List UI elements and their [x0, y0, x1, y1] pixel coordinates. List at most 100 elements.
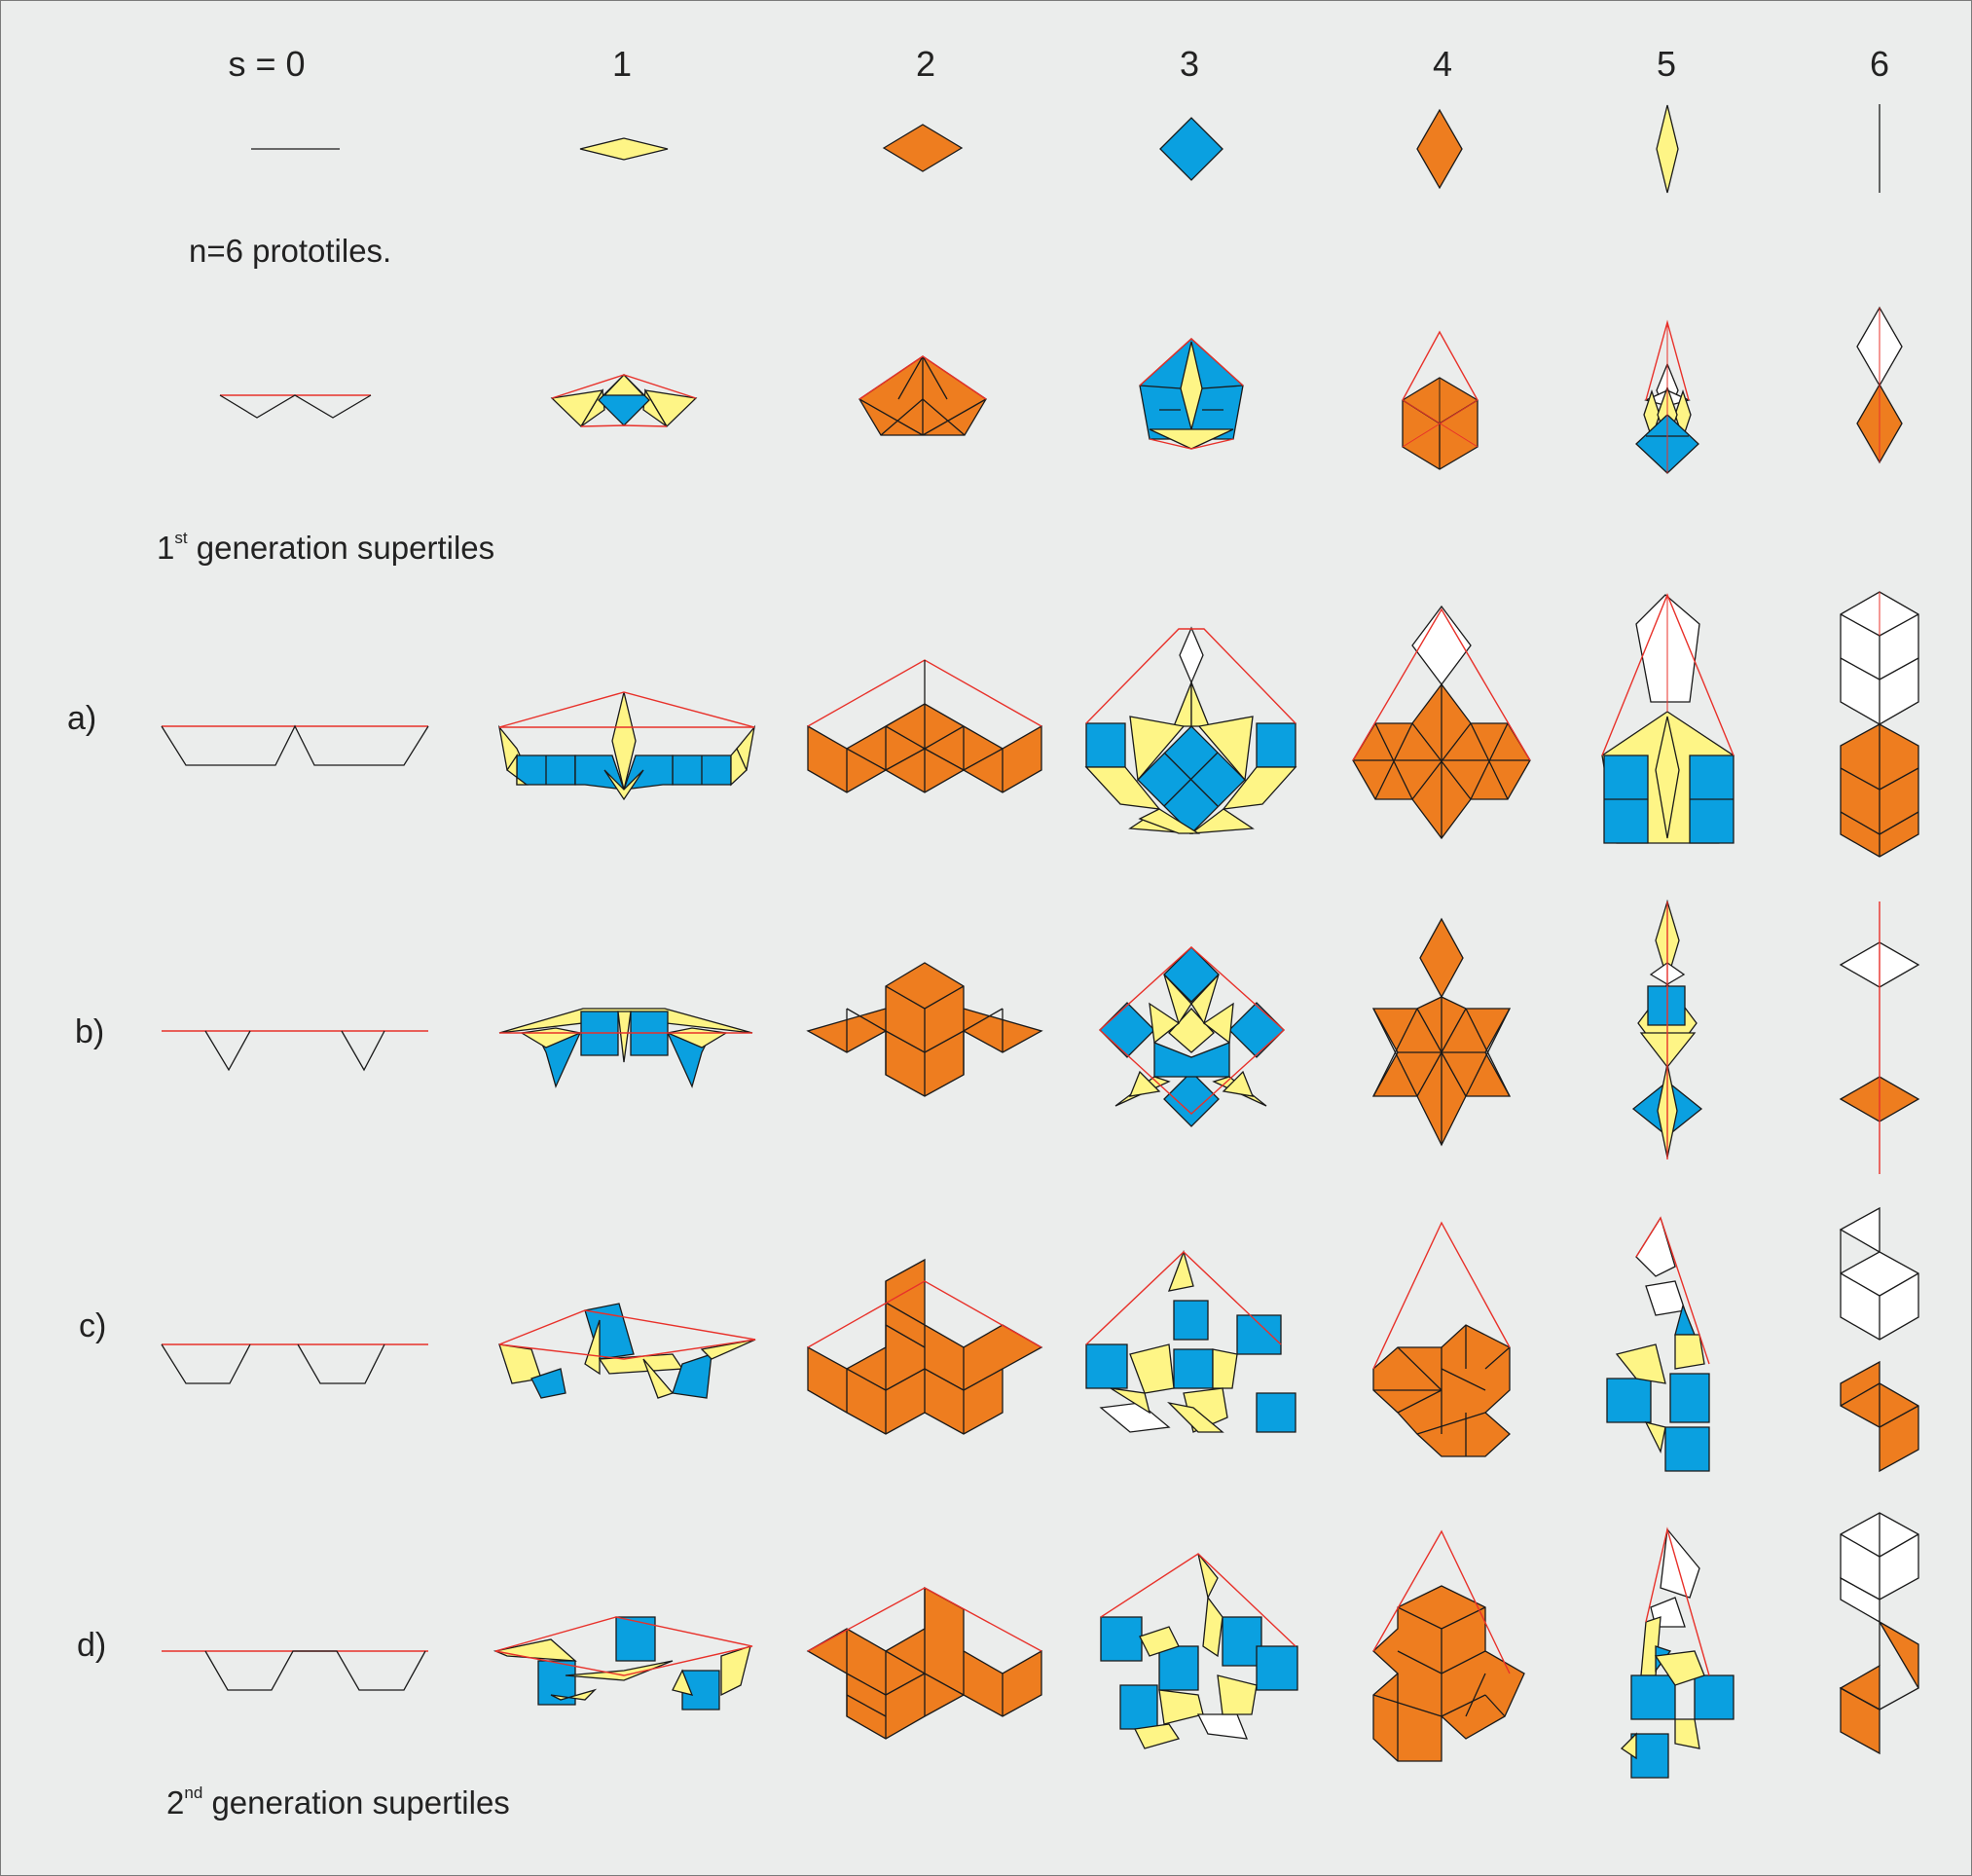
tile-piece [672, 1669, 694, 1696]
tile-piece [565, 1660, 674, 1681]
edge-line [885, 1030, 926, 1053]
edge-line [924, 725, 965, 750]
edge-line [885, 1302, 926, 1326]
prototile-rhombus [882, 124, 964, 172]
column-headers: s = 0 1 2 3 4 5 6 [228, 44, 1889, 84]
edge-line [1484, 1694, 1506, 1717]
supertile-1-s5 [1635, 319, 1699, 474]
red-guide-line [807, 1587, 1042, 1652]
edge-line [846, 1694, 887, 1717]
supertile-outline [204, 1030, 251, 1072]
tile-piece [1202, 1002, 1234, 1045]
prototiles-caption: n=6 prototiles. [189, 233, 391, 269]
edge-line [924, 1673, 965, 1696]
red-guide-line [1085, 1251, 1282, 1345]
edge-line [1879, 767, 1919, 791]
supertile-1-s4 [1402, 330, 1479, 470]
tile-piece [1654, 1650, 1705, 1686]
supertile-a-s6 [1840, 591, 1919, 858]
edge-line [880, 398, 924, 436]
edge-line [1465, 1008, 1511, 1097]
second-generation-ordinal: nd [184, 1784, 202, 1802]
supertile-d-s1 [493, 1616, 753, 1710]
rhombus-tile [1173, 1300, 1209, 1341]
edge-line [1201, 385, 1244, 389]
edge-line [1416, 1412, 1486, 1435]
rhombus-tile [1228, 1002, 1285, 1058]
edge-line [1163, 752, 1219, 807]
first-generation-number: 1 [157, 530, 174, 566]
second-generation-number: 2 [166, 1784, 184, 1821]
supertile-1-s0 [219, 394, 372, 419]
edge-line [1397, 1346, 1442, 1391]
rhombus-tile [1411, 605, 1472, 686]
rhombus-tile [1647, 985, 1686, 1026]
rhombus-tile [1256, 722, 1296, 768]
tile-piece [1134, 1723, 1181, 1749]
rhombus-tile [1163, 1071, 1220, 1127]
edge-line [963, 748, 1004, 771]
tile-piece [1655, 716, 1680, 839]
prototile-1 [579, 137, 669, 161]
rhombus-tile [1694, 1674, 1735, 1720]
prototile-2 [882, 124, 964, 172]
tile-piece [1196, 1713, 1249, 1740]
tile-piece [1660, 1527, 1700, 1599]
column-header-4: 4 [1433, 44, 1452, 84]
tile-piece [1149, 428, 1234, 450]
tile-piece [1099, 1402, 1171, 1433]
supertile-a-s5 [1601, 593, 1735, 844]
column-header-3: 3 [1180, 44, 1199, 84]
supertile-1-s6 [1856, 306, 1903, 464]
prototile-rhombus [1159, 117, 1223, 181]
supertile-c-s3 [1085, 1249, 1296, 1433]
tile-piece [1839, 1206, 1919, 1341]
tile-piece [1197, 1553, 1219, 1600]
edge-line [1372, 1008, 1418, 1097]
supertile-d-s3 [1100, 1553, 1298, 1749]
edge-line [1879, 1405, 1919, 1428]
prototile-rhombus [579, 137, 669, 161]
rhombus-tile [1256, 1645, 1298, 1691]
rhombus-tile [611, 691, 637, 791]
tile-piece [550, 1688, 598, 1701]
red-guide-line [1372, 1529, 1511, 1674]
edge-line [885, 1650, 926, 1674]
tile-piece [493, 1638, 577, 1662]
rhombus-tile [1085, 1343, 1128, 1389]
edge-line [1840, 1533, 1881, 1558]
edge-line [922, 398, 966, 436]
edge-line [885, 1368, 926, 1391]
supertile-b-s3 [1098, 946, 1286, 1127]
tile-piece [730, 747, 748, 787]
red-guide-line [1372, 1221, 1511, 1370]
tile-piece [1674, 1334, 1705, 1370]
prototile-5 [1656, 104, 1679, 194]
edge-line [897, 355, 924, 400]
edge-line [1879, 811, 1919, 835]
rhombus-tile [1173, 1348, 1214, 1389]
edge-line [1402, 399, 1479, 448]
tile-piece [1110, 1387, 1151, 1415]
rhombus-tile [1256, 1392, 1296, 1433]
rhombus-tile [1099, 1002, 1155, 1058]
row-label-d: d) [77, 1627, 106, 1664]
edge-line [1397, 1606, 1442, 1630]
red-guide-line [498, 1309, 756, 1360]
tile-piece [1128, 1070, 1161, 1097]
edge-line [924, 748, 965, 771]
supertile-outline [161, 724, 429, 766]
row-label-c: c) [79, 1307, 106, 1344]
supertile-outline [204, 1650, 426, 1691]
edge-line [885, 985, 926, 1010]
tile-piece [1674, 1718, 1700, 1749]
rhombus-tile [1119, 1684, 1158, 1730]
edge-line [1441, 1694, 1486, 1717]
tile-drawings [161, 104, 1920, 1779]
row-label-b: b) [75, 1013, 104, 1050]
edge-line [846, 748, 887, 771]
tile-piece [584, 1319, 601, 1376]
supertile-b-s2 [806, 962, 1043, 1097]
supertile-outline [161, 1343, 251, 1384]
